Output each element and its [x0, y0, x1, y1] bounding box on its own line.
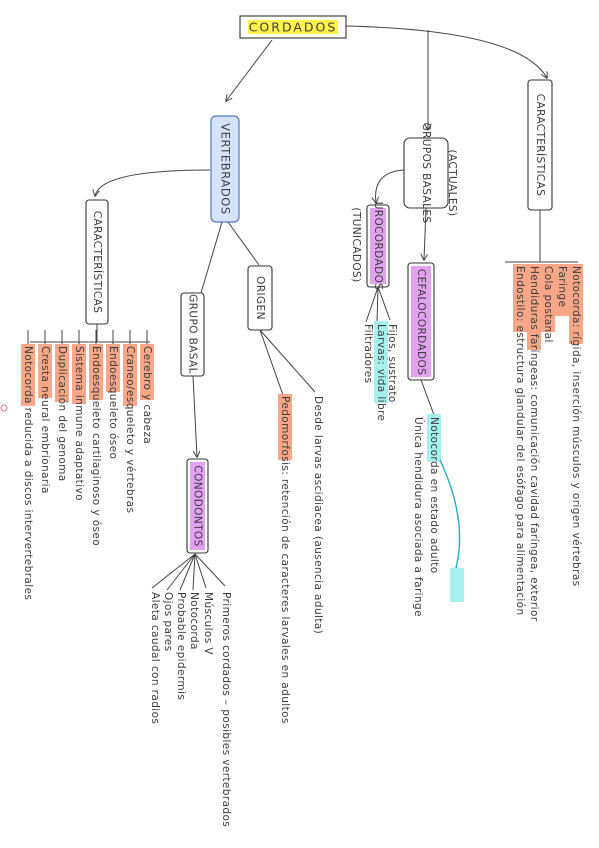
car-list-item: Faringe [556, 266, 568, 307]
caracteristicas-list: Notocorda: rígida, inserción músculos y … [513, 264, 583, 622]
root-title: CORDADOS [249, 20, 338, 35]
grupo-basal-node: GRUPO BASAL [180, 292, 205, 377]
urocordados-rake [365, 286, 391, 323]
origen-edges [259, 329, 316, 396]
urocordados-node: UROCORDADOS [366, 202, 390, 291]
caracteristicas-rake [505, 210, 578, 263]
uro-list-item: Filtradores [362, 324, 374, 383]
vert-list-item: Endoesqueleto cartilaginoso y óseo [90, 346, 102, 546]
edge-grupos-urocordados [376, 169, 405, 203]
edge-vert-origen [227, 221, 260, 266]
grupos-note: (ACTUALES) [446, 150, 458, 217]
vert-caracteristicas-list: Cerebro y cabeza Craneo/esqueleto y vérte… [21, 330, 154, 600]
vert-list-highlight [106, 344, 120, 392]
edge-vert-caracteristicas [95, 169, 211, 196]
origen-list-item: Desde larvas ascidiacea (ausencia adulta… [312, 396, 324, 634]
urocordados-note: (TUNICADOS) [350, 207, 362, 282]
origen-list: Desde larvas ascidiacea (ausencia adulta… [279, 396, 324, 724]
uro-list-item: Fijos, sustrato [386, 324, 398, 403]
car-list-highlight [555, 264, 569, 316]
conodontos-list-item: Aleta caudal con radios [149, 592, 161, 724]
car-list-item: Cola postanal [542, 266, 554, 343]
car-list-item: Notocorda: rígida, inserción músculos y … [570, 266, 582, 587]
edge-cefalocordados-list [420, 379, 435, 416]
vert-caracteristicas-node: CARACTERÍSTICAS [85, 199, 109, 325]
cefalo-list-item: Única hendidura asociada a faringe [412, 417, 425, 617]
edge-root-caracteristicas [345, 25, 547, 78]
larvas-highlight [374, 321, 388, 403]
notocorda-highlight [427, 414, 441, 462]
vertebrados-label: VERTEBRADOS [219, 123, 233, 215]
grupos-basales-node: GRUPOS BASALES [403, 123, 449, 224]
vert-list-highlight [89, 344, 103, 400]
car-list-highlight [513, 264, 527, 332]
pedomorfosis-highlight [278, 394, 292, 460]
car-list-highlight [527, 264, 541, 350]
grupo-basal-label: GRUPO BASAL [187, 294, 199, 374]
cefalocordados-node: CEFALOCORDADOS [407, 262, 435, 381]
vert-list-item: Duplicación del genoma [56, 346, 68, 482]
edge-vert-grupo-basal [200, 221, 223, 294]
conodontos-node: CONODONTOS [186, 458, 209, 554]
origen-list-item: Pedomorfosis: retención de caracteres la… [279, 396, 291, 724]
vert-list-item: Sistema inmune adaptativo [73, 346, 85, 501]
origen-node: ORIGEN [247, 265, 273, 331]
conodontos-list-item: Probable epidermis [175, 592, 187, 700]
vert-list-item: Endoesqueleto óseo [107, 346, 119, 459]
conodontos-rake [151, 553, 226, 591]
vert-caracteristicas-label: CARACTERÍSTICAS [91, 211, 104, 314]
caracteristicas-node: CARACTERÍSTICAS [527, 79, 553, 211]
edge-root-vertebrados [226, 39, 273, 101]
vert-list-highlight [123, 344, 137, 406]
caracteristicas-label: CARACTERÍSTICAS [534, 94, 547, 197]
conodontos-label: CONODONTOS [192, 465, 204, 546]
uro-list-item: Larvas: vida libre [375, 324, 387, 421]
conodontos-list-item: Músculos V [202, 592, 214, 655]
vertebrados-node: VERTEBRADOS [210, 115, 240, 223]
origen-label: ORIGEN [254, 276, 266, 320]
vert-list-highlight [140, 344, 154, 400]
urocordados-label: UROCORDADOS [372, 202, 384, 291]
car-list-highlight [569, 264, 583, 344]
vert-list-item: Craneo/esqueleto y vértebras [124, 346, 136, 513]
vert-rake [30, 324, 150, 343]
margin-mark [0, 404, 8, 412]
conodontos-list: Primeros cordados – posibles vertebrados… [149, 592, 232, 827]
vert-list-item: Cerebro y cabeza [141, 346, 153, 444]
grupos-basales-label: GRUPOS BASALES [420, 123, 432, 224]
vert-list-highlight [21, 344, 35, 406]
conodontos-list-item: Notocorda [188, 592, 200, 650]
vert-list-highlight [72, 344, 86, 404]
car-list-item: Endostilo: estructura glandular del esóf… [514, 266, 526, 616]
vert-list-highlight [55, 344, 69, 402]
car-list-highlight [541, 264, 555, 332]
cefalo-list-item: Notocorda en estado adulto [428, 417, 440, 574]
edge-grupo-basal-conodontos [192, 375, 197, 457]
root-node: CORDADOS [239, 15, 347, 39]
car-list-item: Hendiduras faríngeas: comunicación cavid… [528, 266, 540, 622]
conodontos-list-item: Ojos pares [162, 592, 174, 652]
cefalocordados-label: CEFALOCORDADOS [415, 269, 427, 376]
adulto-highlight [450, 568, 464, 602]
vert-list-item: Notocorda reducida a discos intervertebr… [22, 346, 34, 600]
vert-list-item: Cresta neural embrionaria [39, 346, 51, 494]
edge-grupos-cefalocordados [424, 207, 426, 260]
conodontos-list-item: Primeros cordados – posibles vertebrados [220, 592, 232, 827]
vert-list-highlight [38, 344, 52, 398]
notocorda-connector [439, 459, 461, 569]
